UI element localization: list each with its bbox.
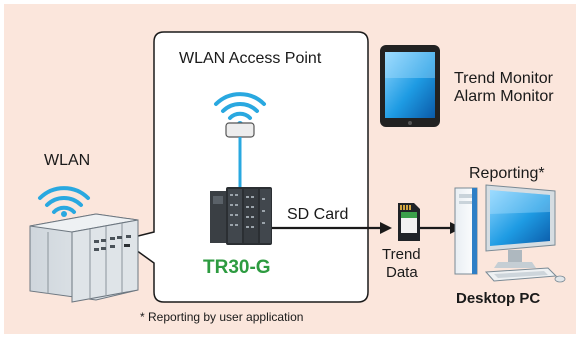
trend-label: Trend: [382, 246, 421, 263]
desktop-pc-icon: [454, 184, 566, 283]
access-point-label: WLAN Access Point: [179, 50, 322, 67]
callout-box: [120, 31, 369, 303]
sd-card-label: SD Card: [287, 206, 349, 223]
industrial-cabinet: [29, 213, 139, 303]
reporting-label: Reporting*: [469, 165, 545, 182]
access-point-wifi-icon: [214, 92, 266, 120]
access-point-device: [225, 122, 255, 138]
wlan-label: WLAN: [44, 152, 91, 169]
footnote: * Reporting by user application: [140, 310, 304, 324]
controller-label: TR30-G: [203, 257, 271, 278]
tablet-icon: [380, 45, 440, 127]
tr30g-controller: [210, 187, 272, 245]
cabinet-wifi-dot: [61, 211, 67, 217]
cabinet-wifi-icon: [38, 186, 90, 214]
sd-card-icon: [398, 203, 420, 241]
sd-card-arrow-head: [380, 222, 392, 234]
data-label: Data: [386, 264, 418, 281]
trend-monitor-label: Trend Monitor: [454, 70, 553, 87]
desktop-pc-label: Desktop PC: [456, 290, 541, 307]
alarm-monitor-label: Alarm Monitor: [454, 88, 554, 105]
